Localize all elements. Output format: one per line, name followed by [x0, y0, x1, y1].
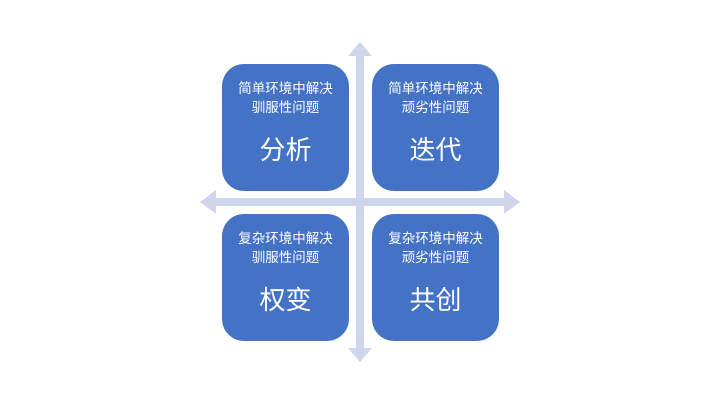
quadrant-description: 复杂环境中解决顽劣性问题: [388, 231, 483, 266]
quadrant-description: 简单环境中解决驯服性问题: [238, 81, 333, 116]
quadrant-title: 权变: [259, 286, 312, 316]
quadrant-description: 简单环境中解决顽劣性问题: [388, 81, 483, 116]
quadrant-top-right: 简单环境中解决顽劣性问题 迭代: [372, 64, 499, 191]
quadrant-title: 共创: [409, 286, 462, 316]
quadrant-title: 迭代: [409, 136, 462, 166]
horizontal-axis-arrow: [200, 190, 520, 214]
quadrant-bottom-right: 复杂环境中解决顽劣性问题 共创: [372, 214, 499, 341]
quadrant-bottom-left: 复杂环境中解决驯服性问题 权变: [222, 214, 349, 341]
quadrant-description: 复杂环境中解决驯服性问题: [238, 231, 333, 266]
quadrant-top-left: 简单环境中解决驯服性问题 分析: [222, 64, 349, 191]
quadrant-title: 分析: [259, 136, 312, 166]
